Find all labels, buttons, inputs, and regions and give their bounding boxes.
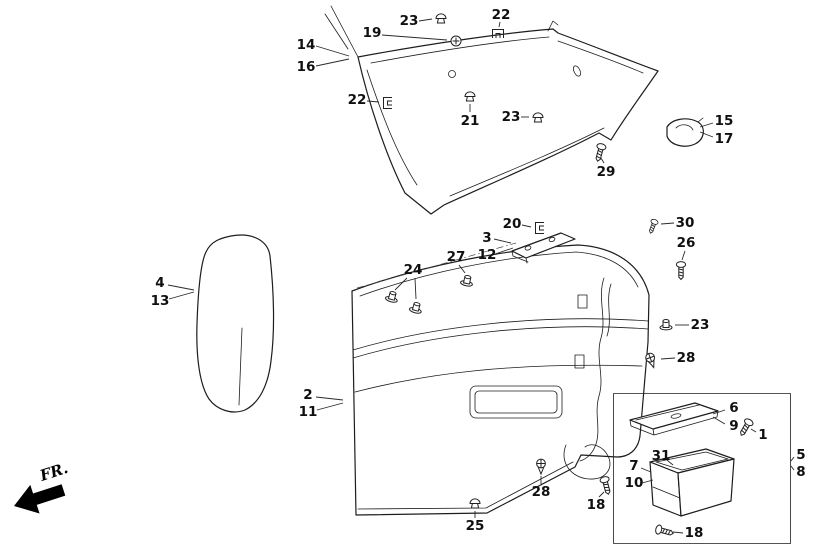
part-number-label: 19	[363, 25, 382, 41]
screw-side-icon	[592, 142, 608, 163]
leader-line	[660, 222, 675, 225]
leader-line	[498, 21, 501, 28]
leader-line	[699, 131, 714, 138]
part-number-label: 6	[729, 400, 738, 416]
part-number-label: 23	[691, 317, 710, 333]
leader-line	[521, 224, 532, 228]
part-number-label: 5	[796, 447, 805, 463]
screw-side-icon	[654, 523, 675, 539]
bracket-drawing	[511, 232, 576, 264]
leader-line	[712, 416, 726, 425]
part-number-label: 28	[677, 350, 696, 366]
part-number-label: 23	[400, 13, 419, 29]
pocket-drawing	[649, 448, 735, 517]
part-number-label: 18	[685, 525, 704, 541]
cap-clip-icon	[469, 498, 481, 509]
part-number-label: 26	[677, 235, 696, 251]
leader-line	[414, 277, 417, 300]
leader-line	[681, 250, 686, 261]
leader-line	[790, 456, 795, 462]
part-number-label: 7	[629, 458, 638, 474]
leader-line	[790, 465, 795, 471]
pillar-clip-drawing	[666, 117, 704, 147]
leader-line	[493, 238, 512, 244]
leader-line	[418, 18, 433, 22]
fr-label: FR.	[37, 459, 70, 485]
part-number-label: 12	[478, 247, 497, 263]
harness-drawing	[563, 277, 612, 480]
leader-line	[712, 409, 726, 415]
leader-line	[699, 122, 714, 128]
cap-clip-icon	[464, 91, 476, 102]
part-number-label: 27	[447, 249, 466, 265]
pillar-garnish-drawing	[324, 5, 659, 215]
part-number-label: 17	[715, 131, 734, 147]
leader-line	[641, 479, 654, 484]
part-number-label: 22	[492, 7, 511, 23]
leader-line	[458, 264, 466, 274]
screw-side-icon	[736, 416, 755, 439]
screw-side-icon	[675, 261, 687, 280]
grommet-icon	[659, 319, 673, 331]
part-number-label: 8	[796, 464, 805, 480]
screw-side-icon	[598, 475, 614, 496]
part-number-label: 16	[297, 59, 316, 75]
part-number-label: 1	[758, 427, 767, 443]
part-number-label: 15	[715, 113, 734, 129]
cap-clip-icon	[435, 13, 447, 24]
part-number-label: 21	[461, 113, 480, 129]
part-number-label: 10	[625, 475, 644, 491]
fr-direction-arrow: FR.	[14, 459, 70, 514]
part-number-label: 31	[652, 448, 671, 464]
leader-line	[600, 157, 605, 164]
part-number-label: 18	[587, 497, 606, 513]
leader-line	[666, 459, 674, 466]
screw-top-icon	[450, 35, 462, 47]
pocket-lid-drawing	[629, 402, 719, 436]
leader-line	[315, 45, 350, 57]
part-number-label: 4	[155, 275, 164, 291]
leader-line	[750, 428, 757, 433]
leader-line	[167, 284, 195, 291]
leader-line	[315, 396, 344, 401]
pocket-assembly-box	[613, 393, 791, 544]
projection-line	[356, 242, 517, 289]
part-number-label: 11	[299, 404, 318, 420]
leader-line	[494, 247, 514, 255]
part-number-label: 20	[503, 216, 522, 232]
part-number-label: 30	[676, 215, 695, 231]
part-number-label: 22	[348, 92, 367, 108]
part-number-label: 24	[404, 262, 423, 278]
leader-line	[168, 291, 195, 300]
leader-line	[394, 277, 408, 291]
fr-arrow-icon	[14, 484, 66, 514]
part-number-label: 3	[482, 230, 491, 246]
u-clip-icon	[535, 222, 545, 234]
part-number-label: 25	[466, 518, 485, 534]
leader-line	[598, 491, 605, 498]
leader-line	[315, 58, 350, 67]
part-number-label: 29	[597, 164, 616, 180]
part-number-label: 9	[729, 418, 738, 434]
leader-line	[640, 467, 652, 473]
screw-side-icon	[646, 218, 660, 235]
leader-line	[316, 402, 344, 411]
leader-line	[366, 100, 380, 103]
part-number-label: 14	[297, 37, 316, 53]
leader-line	[672, 531, 684, 534]
leader-line	[660, 357, 676, 360]
leader-line	[381, 34, 448, 41]
quarter-lining-drawing	[351, 244, 650, 516]
part-number-label: 13	[151, 293, 170, 309]
part-number-label: 28	[532, 484, 551, 500]
part-number-label: 23	[502, 109, 521, 125]
cap-clip-icon	[532, 112, 544, 123]
part-number-label: 2	[303, 387, 312, 403]
side-pad-drawing	[196, 234, 275, 413]
